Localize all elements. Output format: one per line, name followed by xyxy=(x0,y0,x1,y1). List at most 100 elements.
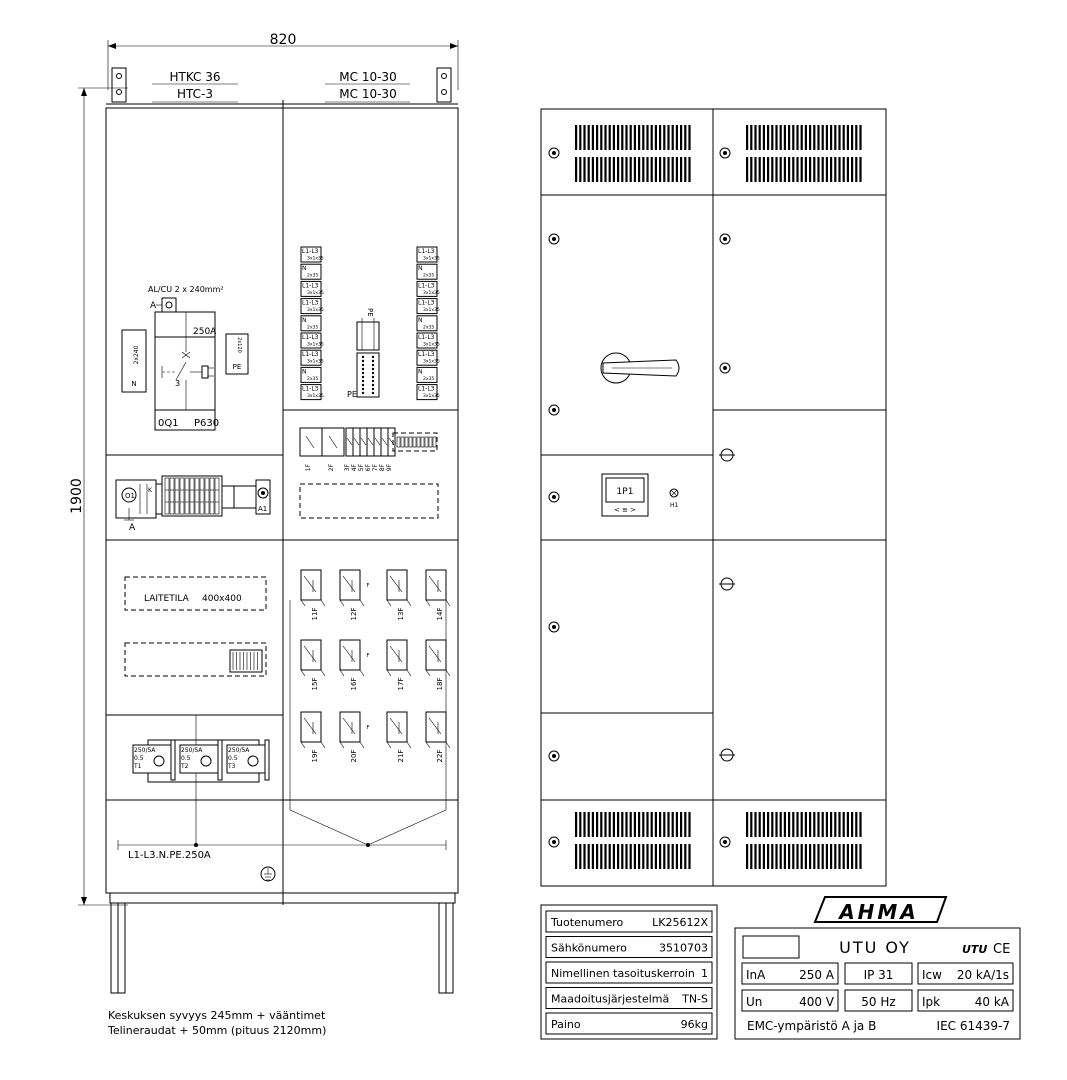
fuse-label: 12F xyxy=(350,608,358,621)
pe-screw xyxy=(361,375,365,379)
small-terminal-strip xyxy=(232,652,258,670)
nameplate-cell-value: 250 A xyxy=(799,968,835,982)
fuse-switch: 11F xyxy=(300,569,326,621)
label-htkc: HTKC 36 xyxy=(169,70,220,84)
terminal-block xyxy=(204,477,210,515)
cable-terminal-phase: L1-L3 xyxy=(302,351,319,358)
pe-screw xyxy=(371,379,375,383)
hinge-icon xyxy=(719,448,735,462)
pe-screw xyxy=(361,387,365,391)
front-view: 1P1 < ≡ > H1 xyxy=(540,108,887,887)
device-space-section: LAITETILA 400x400 xyxy=(124,576,267,677)
terminal-block-strip xyxy=(164,477,220,515)
dimension-width: 820 xyxy=(107,32,459,90)
nameplate-cell: 50 Hz xyxy=(844,989,913,1012)
vent-grille xyxy=(575,125,691,182)
lock-icon xyxy=(719,836,731,848)
fuse-label: 15F xyxy=(311,678,319,691)
fuse-label: 13F xyxy=(397,608,405,621)
lock-icon xyxy=(548,491,560,503)
nameplate-cell-key: 50 Hz xyxy=(861,995,895,1009)
cable-terminal-size: 3x1x35 xyxy=(423,393,440,399)
ct-rating: 250/5A xyxy=(181,747,203,754)
cable-terminal-phase: L1-L3 xyxy=(418,300,435,307)
current-transformer: 250/5A0.5T2 xyxy=(179,739,223,781)
busbar-section: L1-L3.N.PE.250A xyxy=(117,840,447,882)
device-space-size: 400x400 xyxy=(202,594,242,604)
cable-terminal-size: 3x1x35 xyxy=(307,393,324,399)
fuse-switch: 15F xyxy=(300,639,326,691)
ce-mark: CE xyxy=(993,942,1010,957)
mcb-label: 5F xyxy=(358,463,365,471)
device-space-label: LAITETILA xyxy=(144,594,190,604)
terminal-block xyxy=(209,477,215,515)
mcb-terminal xyxy=(400,436,405,448)
switch-rating: 250A xyxy=(193,327,217,337)
fuse-label: 11F xyxy=(311,608,319,621)
cable-terminal-phase: L1-L3 xyxy=(302,334,319,341)
brand-logo: AHMA xyxy=(837,900,919,924)
standard-label: IEC 61439-7 xyxy=(937,1019,1010,1033)
pe-bar-side-label: PE xyxy=(347,390,357,399)
cable-terminal-phase: N xyxy=(302,368,307,375)
ct-ref: T1 xyxy=(133,763,142,770)
cable-terminal-size: 3x1x35 xyxy=(423,290,440,296)
meter-a1: A1 xyxy=(258,505,267,513)
cable-terminal-size: 3x1x35 xyxy=(423,256,440,262)
lock-icon xyxy=(548,147,560,159)
vent-grille xyxy=(746,812,862,869)
fuse-label: 20F xyxy=(350,750,358,763)
fuse-mark: F xyxy=(367,653,370,659)
cable-terminal-size: 2x35 xyxy=(423,376,434,382)
fuse-busbar xyxy=(289,600,447,846)
lock-icon xyxy=(719,362,731,374)
terminal-block xyxy=(189,477,195,515)
cable-terminal-size: 3x1x35 xyxy=(307,342,324,348)
pe-screw xyxy=(371,383,375,387)
busbar-label: L1-L3.N.PE.250A xyxy=(128,850,211,861)
cable-terminal-size: 3x1x35 xyxy=(307,290,324,296)
lock-icon xyxy=(548,404,560,416)
cable-terminal-size: 3x1x35 xyxy=(307,359,324,365)
emc-label: EMC-ympäristö A ja B xyxy=(747,1019,876,1033)
mcb-terminal xyxy=(408,436,413,448)
fuse-label: 16F xyxy=(350,678,358,691)
company-name: UTU OY xyxy=(839,938,911,957)
lamp-label: H1 xyxy=(670,502,679,509)
cable-terminal-section: L1-L33x1x35N2x35L1-L33x1x35L1-L33x1x35N2… xyxy=(300,246,440,401)
nameplate-cell-value: 20 kA/1s xyxy=(957,968,1009,982)
ct-ref: T2 xyxy=(180,763,189,770)
lock-icon xyxy=(719,233,731,245)
main-switch-handle[interactable] xyxy=(600,352,680,384)
pe-screw xyxy=(371,371,375,375)
mcb-label: 6F xyxy=(365,463,372,471)
cable-terminal-size: 2x35 xyxy=(307,324,318,330)
pe-screw xyxy=(361,379,365,383)
ct-rating: 250/5A xyxy=(228,747,250,754)
mcb-label: 2F xyxy=(328,463,335,471)
terminal-block xyxy=(164,477,170,515)
terminal-pe-label: PE xyxy=(233,363,242,371)
lock-icon xyxy=(548,750,560,762)
display-buttons[interactable]: < ≡ > xyxy=(614,506,636,514)
pe-screw xyxy=(371,375,375,379)
pe-bar-top-label: PE xyxy=(366,308,374,317)
nameplate-cell-value: 400 V xyxy=(799,995,835,1009)
ct-class: 0.5 xyxy=(134,755,144,762)
meter-a: A xyxy=(129,523,136,533)
fuse-mark: F xyxy=(367,583,370,589)
cable-terminal-phase: L1-L3 xyxy=(302,248,319,255)
mcb-terminal xyxy=(424,436,429,448)
pe-screw xyxy=(361,391,365,395)
